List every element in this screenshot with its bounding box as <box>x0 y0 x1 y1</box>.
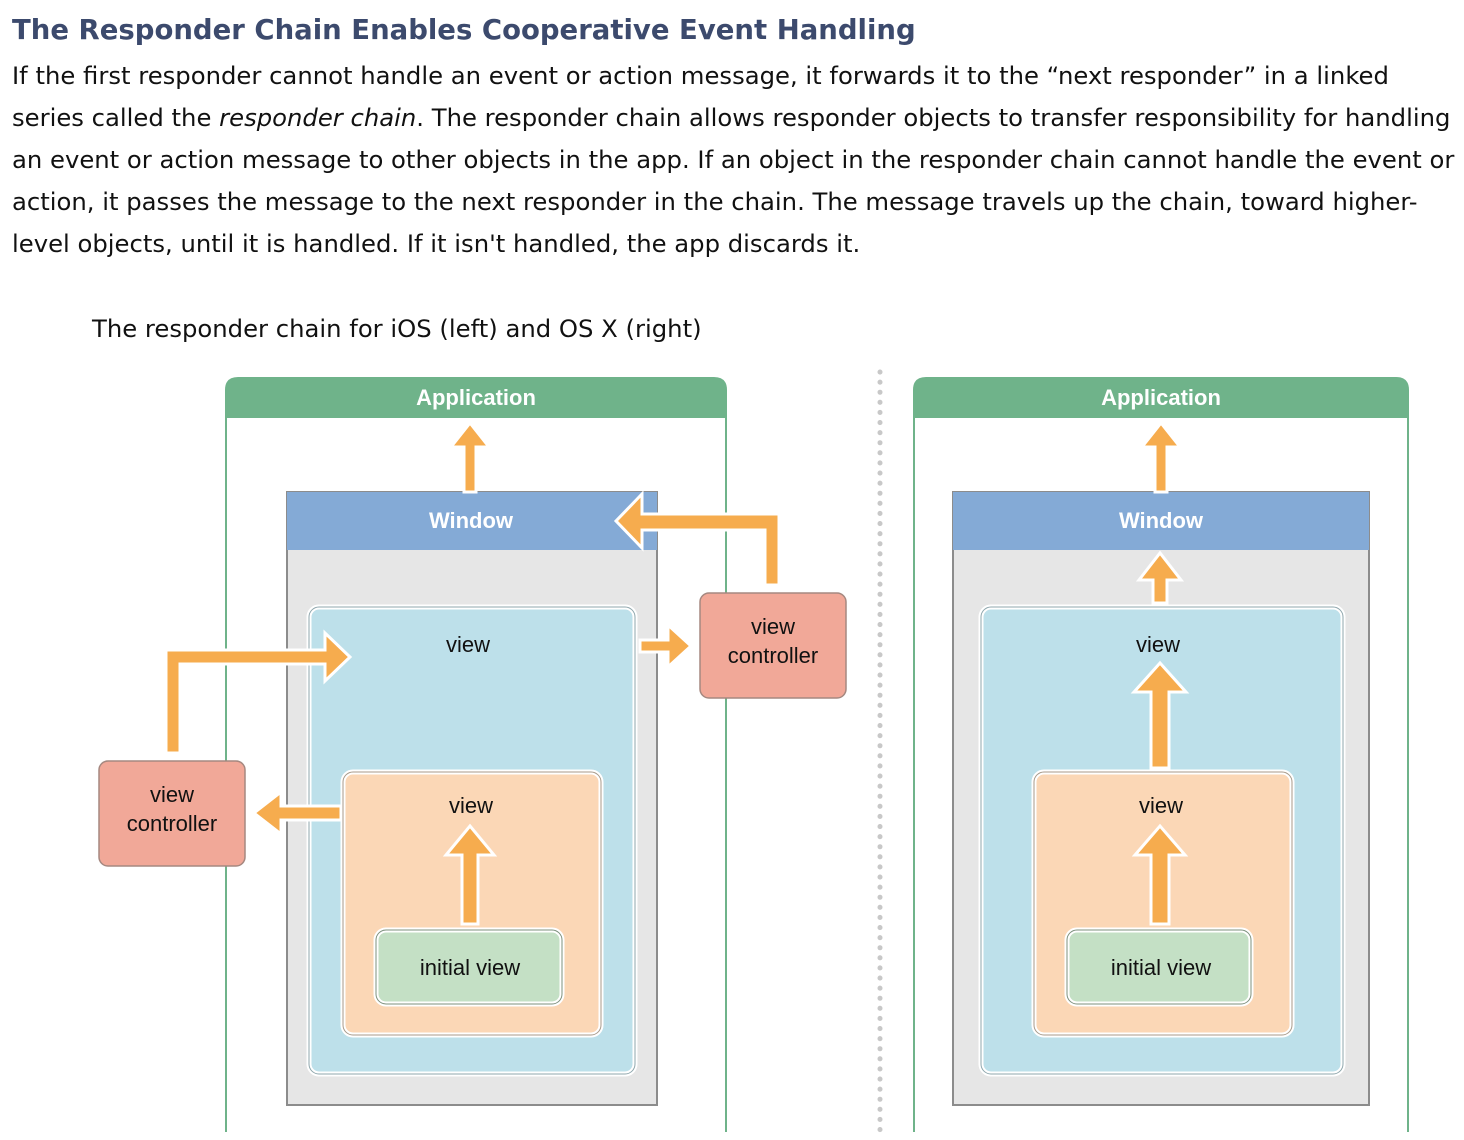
osx-initial-view-label: initial view <box>1111 955 1211 980</box>
osx-arrow-inner-view-to-outer-view <box>1130 660 1190 770</box>
ios-arrow-initial-to-inner-view <box>442 823 498 926</box>
section-heading: The Responder Chain Enables Cooperative … <box>12 14 916 46</box>
ios-arrow-inner-view-to-vc-left <box>251 788 343 838</box>
paragraph-text-start: If the first responder cannot handle an … <box>12 61 1389 132</box>
ios-initial-view-outline <box>375 929 563 1005</box>
term-responder-chain: responder chain <box>219 103 417 132</box>
ios-arrow-vc-left-to-outer-view <box>164 629 353 755</box>
ios-outer-view-outline <box>308 606 636 1075</box>
ios-view-controller-top <box>699 592 847 699</box>
paragraph-text-end: . The responder chain allows responder o… <box>12 103 1455 258</box>
osx-application-bar <box>914 378 1408 418</box>
ios-inner-view-label: view <box>449 793 493 818</box>
osx-arrow-outer-view-to-window <box>1135 550 1185 605</box>
ios-window-bar <box>287 492 657 550</box>
osx-outer-view-outline <box>980 606 1344 1075</box>
osx-diagram: Application Window view view initial vie… <box>913 377 1409 1132</box>
osx-application-label: Application <box>1101 385 1221 410</box>
ios-vc-top-label: view <box>751 614 795 639</box>
osx-outer-view-label: view <box>1136 632 1180 657</box>
ios-window-label: Window <box>429 508 514 533</box>
ios-outer-view-label: view <box>446 632 490 657</box>
ios-application-bar <box>226 378 726 418</box>
osx-initial-view-outline <box>1066 929 1252 1005</box>
ios-diagram: Application Window view view initial vie… <box>98 377 847 1132</box>
ios-arrow-outer-view-to-vc-top <box>638 621 694 671</box>
ios-view-controller-left <box>98 760 246 867</box>
figure-caption: The responder chain for iOS (left) and O… <box>92 314 702 343</box>
osx-window-label: Window <box>1119 508 1204 533</box>
ios-arrow-vc-top-to-window <box>613 490 781 587</box>
osx-arrow-window-to-application <box>1138 420 1184 494</box>
ios-initial-view-label: initial view <box>420 955 520 980</box>
ios-vc-left-label-2: controller <box>127 811 217 836</box>
body-paragraph: If the first responder cannot handle an … <box>12 55 1462 265</box>
ios-arrow-window-to-application <box>447 420 493 494</box>
ios-vc-left-label: view <box>150 782 194 807</box>
osx-inner-view-outline <box>1033 771 1293 1036</box>
osx-inner-view-label: view <box>1139 793 1183 818</box>
ios-application-label: Application <box>416 385 536 410</box>
ios-vc-top-label-2: controller <box>728 643 818 668</box>
osx-arrow-initial-to-inner-view <box>1131 823 1189 926</box>
ios-inner-view-outline <box>342 771 602 1036</box>
osx-window-bar <box>953 492 1369 550</box>
